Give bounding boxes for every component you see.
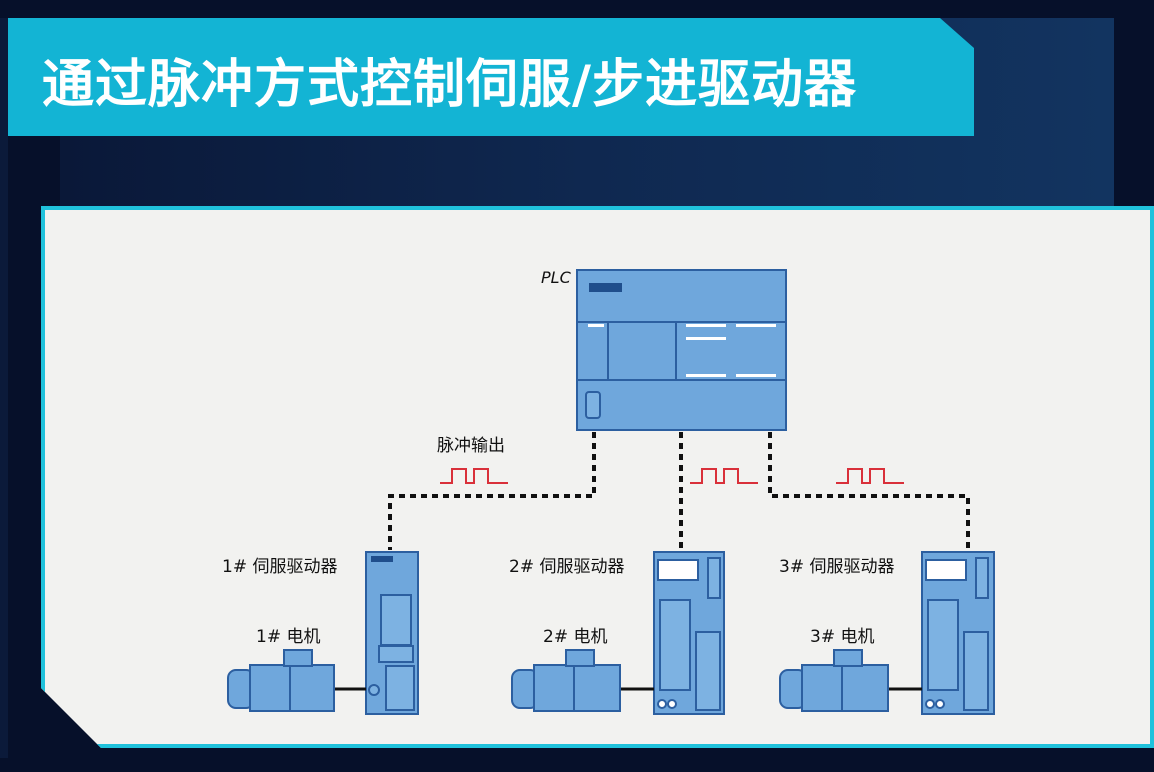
drive-label-1: 1# 伺服驱动器: [222, 557, 338, 577]
motor-3: [779, 649, 889, 712]
plc-device: [576, 269, 787, 431]
wire-drive-1: [388, 432, 596, 550]
pulse-signals: [440, 468, 904, 484]
motor-label-2: 2# 电机: [543, 627, 608, 647]
motor-2: [511, 649, 621, 712]
motor-1: [227, 649, 335, 712]
drive-label-2: 2# 伺服驱动器: [509, 557, 625, 577]
servo-drive-3: [921, 551, 995, 715]
motor-label-3: 3# 电机: [810, 627, 875, 647]
motor-label-1: 1# 电机: [256, 627, 321, 647]
title-bar: [8, 18, 974, 136]
pulse-signal-1: [440, 468, 508, 484]
page-title: 通过脉冲方式控制伺服/步进驱动器: [42, 55, 857, 115]
drive-label-3: 3# 伺服驱动器: [779, 557, 895, 577]
left-edge-strip: [0, 18, 8, 758]
servo-drive-2: [653, 551, 725, 715]
pulse-signal-2: [690, 468, 758, 484]
wire-drive-3: [768, 432, 970, 550]
pulse-output-label: 脉冲输出: [437, 436, 505, 456]
pulse-signal-3: [836, 468, 904, 484]
wiring: [388, 432, 970, 550]
servo-drive-1: [365, 551, 419, 715]
plc-label: PLC: [541, 268, 571, 287]
